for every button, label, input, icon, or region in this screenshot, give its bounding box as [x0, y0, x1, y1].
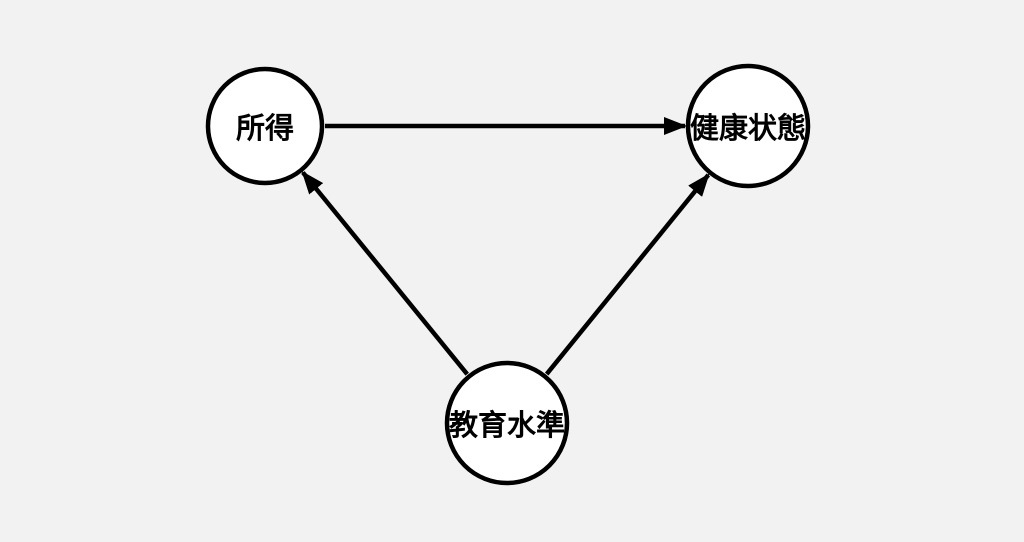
- node-income: 所得: [205, 66, 325, 186]
- edge-education-income: [301, 170, 469, 376]
- node-label-health: 健康状態: [690, 111, 806, 145]
- node-circle-education: [444, 360, 570, 486]
- node-health: 健康状態: [685, 63, 811, 189]
- node-circle-income: [205, 66, 325, 186]
- edges-layer: [301, 117, 711, 376]
- edge-education-health: [544, 173, 711, 376]
- node-education: 教育水準: [444, 360, 570, 486]
- node-circle-health: [685, 63, 811, 189]
- node-label-income: 所得: [236, 111, 294, 145]
- node-label-education: 教育水準: [449, 408, 565, 442]
